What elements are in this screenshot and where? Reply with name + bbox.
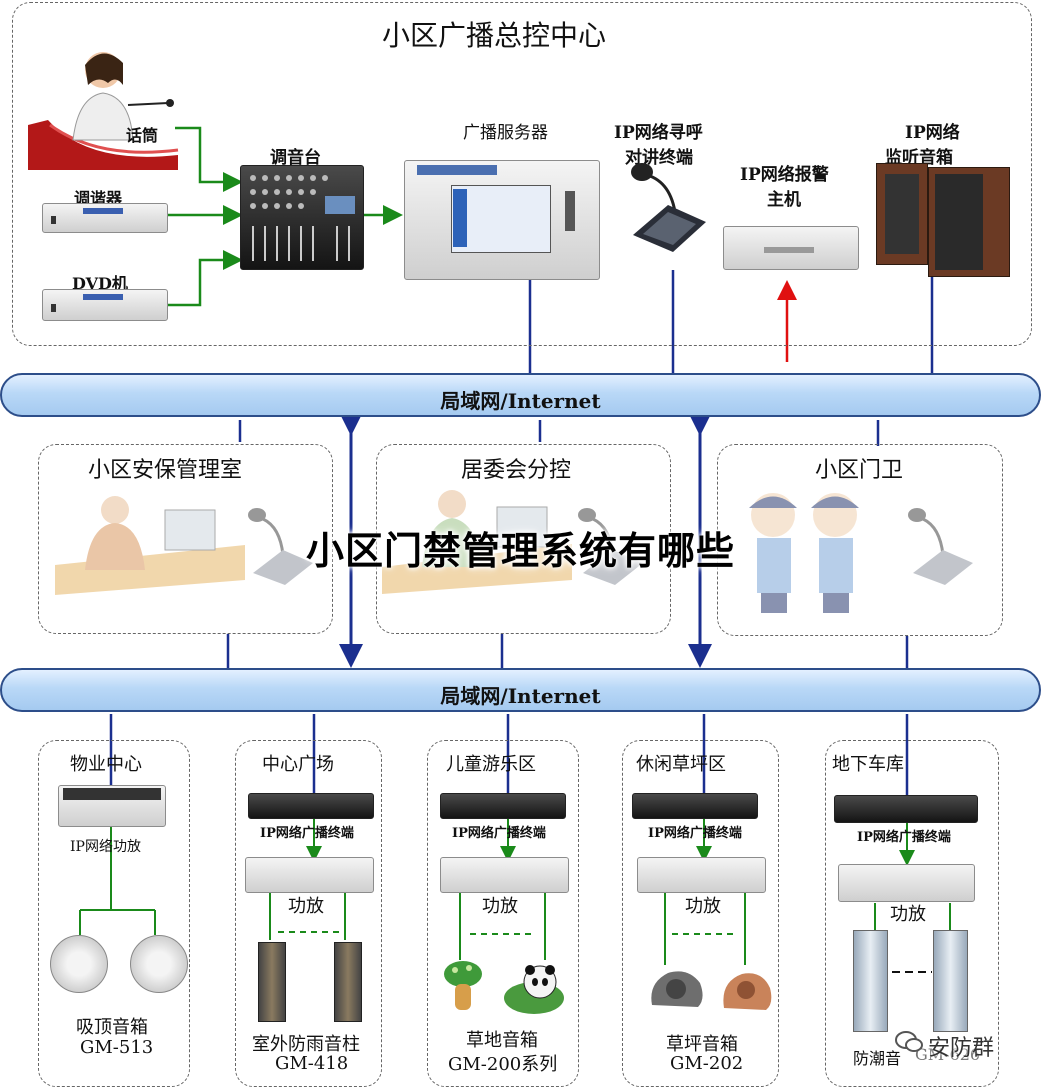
committee-operator-illustration [382,482,572,594]
guards-illustration [735,480,875,620]
alarm-label-2: 主机 [767,190,801,210]
zone-3-terminal-label: IP网络广播终端 [452,826,546,841]
zone-2-title: 中心广场 [262,754,334,775]
zone-2-amp-label: 功放 [288,896,324,917]
column-speaker-icon-3 [853,930,888,1032]
broadcast-server-device [404,160,600,280]
server-label: 广播服务器 [463,123,548,143]
mixer-device [240,165,364,270]
committee-box [376,444,671,634]
zone-5-amp-device [838,864,975,902]
zone-1-model: GM-513 [80,1037,154,1058]
zone-2-model: GM-418 [275,1053,349,1074]
committee-title: 居委会分控 [461,458,572,483]
rock-speaker-icon-2 [720,968,772,1012]
zone-5-amp-label: 功放 [890,904,926,925]
ceiling-speaker-icon-1 [50,935,108,993]
control-center-box [12,2,1032,346]
zone-3-model: GM-200系列 [448,1054,558,1075]
zone-underground-garage [825,740,999,1087]
operator-illustration [28,45,188,170]
top-network-label: 局域网/Internet [440,389,601,413]
column-speaker-icon-1 [258,942,286,1022]
gate-box [717,444,1003,636]
security-room-box [38,444,333,634]
zone-5-title: 地下车库 [832,754,904,775]
zone-4-title: 休闲草坪区 [636,754,726,775]
zone-5-model: GM-626 [915,1045,981,1064]
intercom-label-1: IP网络寻呼 [614,123,703,143]
zone-2-terminal-label: IP网络广播终端 [260,826,354,841]
zone-children-playground [427,740,579,1087]
zone-5-terminal-label: IP网络广播终端 [857,830,951,845]
intercom-device [628,160,708,255]
mushroom-speaker-icon [443,960,483,1012]
column-speaker-icon-4 [933,930,968,1032]
tuner-device [42,203,168,233]
zone-4-terminal-label: IP网络广播终端 [648,826,742,841]
monitor-label-1: IP网络 [905,123,960,143]
alarm-host-device [723,226,859,270]
overlay-title: 小区门禁管理系统有哪些 [305,529,735,573]
security-mic-icon [245,505,315,585]
zone-1-device-label: IP网络功放 [70,839,141,855]
security-room-title: 小区安保管理室 [88,458,243,483]
zone-4-model: GM-202 [670,1053,744,1074]
zone-1-speaker-name: 吸顶音箱 [76,1017,148,1038]
rock-speaker-icon-1 [648,965,704,1011]
committee-mic-icon [575,505,645,585]
watermark-text: 安防群 [928,1036,995,1061]
mixer-label: 调音台 [270,148,321,168]
wechat-watermark-icon [895,1030,923,1054]
mic-label: 话筒 [126,126,159,145]
bottom-network-label: 局域网/Internet [440,684,601,708]
bottom-network-pipe: 局域网/Internet [0,668,1041,712]
zone-central-plaza [235,740,382,1087]
zone-1-amp-device [58,785,166,827]
zone-3-speaker-name: 草地音箱 [466,1030,538,1051]
dvd-label: DVD机 [72,274,128,293]
ceiling-speaker-icon-2 [130,935,188,993]
zone-2-terminal-device [248,793,374,819]
zone-5-speaker-name: 防潮音 [853,1049,902,1068]
zone-2-speaker-name: 室外防雨音柱 [252,1034,360,1055]
dvd-device [42,289,168,321]
top-network-pipe: 局域网/Internet [0,373,1041,417]
zone-1-title: 物业中心 [70,754,142,775]
zone-leisure-lawn [622,740,779,1087]
zone-property-center [38,740,190,1087]
zone-3-amp-device [440,857,569,893]
control-center-title: 小区广播总控中心 [382,19,607,52]
monitor-speaker-device [876,163,1010,278]
zone-4-amp-label: 功放 [685,896,721,917]
panda-speaker-icon [502,962,566,1014]
zone-3-amp-label: 功放 [482,896,518,917]
zone-2-amp-device [245,857,374,893]
gate-title: 小区门卫 [815,458,904,483]
zone-4-speaker-name: 草坪音箱 [666,1034,738,1055]
security-operator-illustration [55,485,245,595]
alarm-label-1: IP网络报警 [740,165,829,185]
dvd-to-mixer-line [165,250,243,307]
zone-5-terminal-device [834,795,978,823]
zone-4-terminal-device [632,793,758,819]
mic-to-mixer-line [175,126,243,192]
zone-3-terminal-device [440,793,566,819]
zone-4-amp-device [637,857,766,893]
zone-3-title: 儿童游乐区 [446,754,536,775]
gate-mic-icon [905,505,975,585]
column-speaker-icon-2 [334,942,362,1022]
